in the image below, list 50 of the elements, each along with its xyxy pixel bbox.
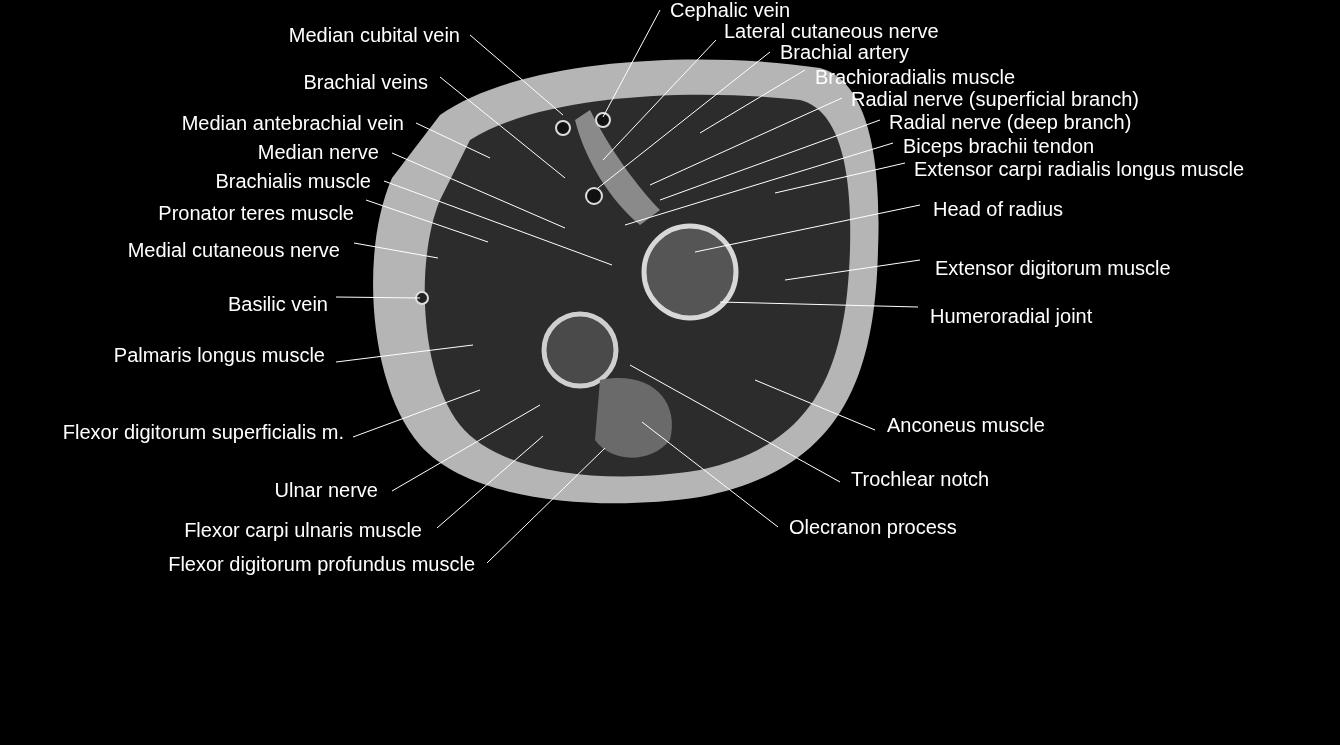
- anatomy-label: Humeroradial joint: [930, 305, 1093, 327]
- leader-line: [649, 97, 843, 186]
- anatomy-label: Biceps brachii tendon: [903, 135, 1095, 157]
- anatomy-label: Flexor carpi ulnaris muscle: [184, 519, 422, 541]
- anatomy-label: Ulnar nerve: [274, 479, 378, 501]
- anatomy-label: Anconeus muscle: [887, 414, 1045, 436]
- anatomy-label: Flexor digitorum profundus muscle: [168, 553, 475, 575]
- leader-line: [629, 364, 841, 483]
- anatomy-label: Basilic vein: [227, 293, 328, 315]
- leader-line: [694, 204, 921, 253]
- leader-line: [353, 242, 439, 259]
- anatomy-label: Flexor digitorum superficialis m.: [62, 421, 344, 443]
- leader-line: [784, 259, 921, 281]
- anatomy-label: Palmaris longus muscle: [113, 344, 325, 366]
- leader-line: [641, 421, 779, 528]
- leader-line: [486, 447, 606, 564]
- leader-line: [774, 162, 906, 194]
- leader-line: [602, 39, 717, 161]
- anatomy-label: Head of radius: [933, 198, 1064, 220]
- anatomy-label: Median cubital vein: [288, 24, 460, 46]
- leader-line: [469, 34, 564, 116]
- leader-line: [352, 389, 481, 438]
- leader-line: [602, 9, 661, 118]
- anatomy-label: Extensor digitorum muscle: [935, 257, 1171, 279]
- leader-line: [624, 142, 894, 226]
- anatomy-label: Pronator teres muscle: [158, 202, 354, 224]
- anatomy-label: Medial cutaneous nerve: [127, 239, 340, 261]
- leader-line: [699, 69, 806, 134]
- anatomy-label: Median nerve: [257, 141, 379, 163]
- anatomy-label: Cephalic vein: [670, 0, 791, 21]
- anatomy-label: Brachialis muscle: [215, 170, 371, 192]
- leader-line: [391, 152, 566, 229]
- leader-line: [439, 76, 566, 179]
- leader-line: [659, 119, 881, 201]
- anatomy-label: Brachial artery: [780, 41, 909, 63]
- leader-line: [436, 435, 544, 529]
- leader-line: [719, 301, 919, 308]
- anatomy-label: Olecranon process: [789, 516, 957, 538]
- leader-line: [365, 199, 489, 243]
- anatomy-label: Brachial veins: [303, 71, 428, 93]
- anatomy-label: Trochlear notch: [851, 468, 990, 490]
- leader-line: [335, 296, 421, 299]
- anatomy-label: Lateral cutaneous nerve: [724, 20, 939, 42]
- anatomy-label: Radial nerve (deep branch): [889, 111, 1132, 133]
- anatomy-label: Extensor carpi radialis longus muscle: [914, 158, 1245, 180]
- leader-line: [335, 344, 474, 363]
- anatomy-label: Median antebrachial vein: [181, 112, 404, 134]
- leader-line: [383, 180, 613, 266]
- leader-line: [754, 379, 876, 431]
- leader-line: [391, 404, 541, 492]
